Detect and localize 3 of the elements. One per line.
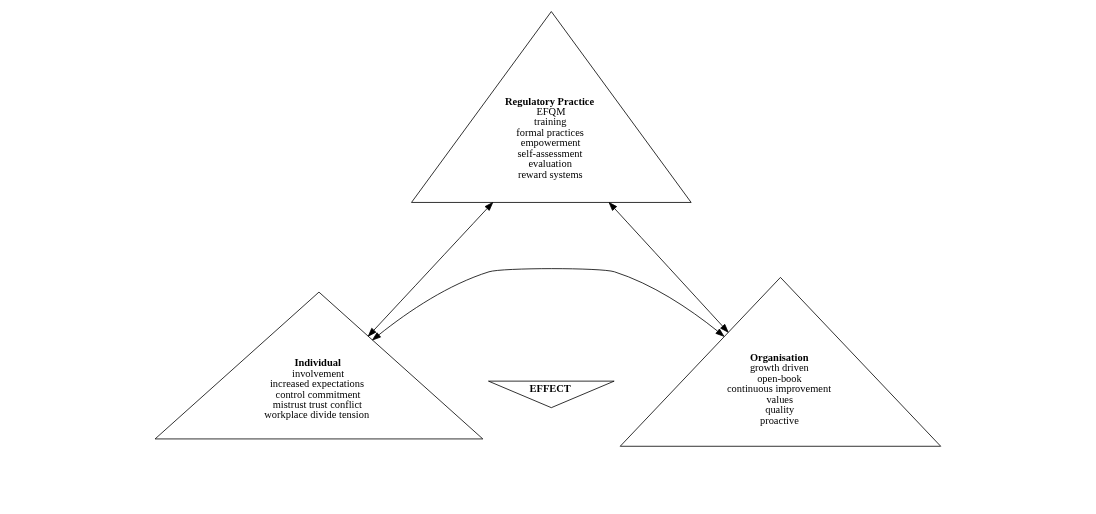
arrow	[367, 202, 494, 337]
arrow	[372, 268, 725, 341]
arrow	[608, 202, 729, 333]
